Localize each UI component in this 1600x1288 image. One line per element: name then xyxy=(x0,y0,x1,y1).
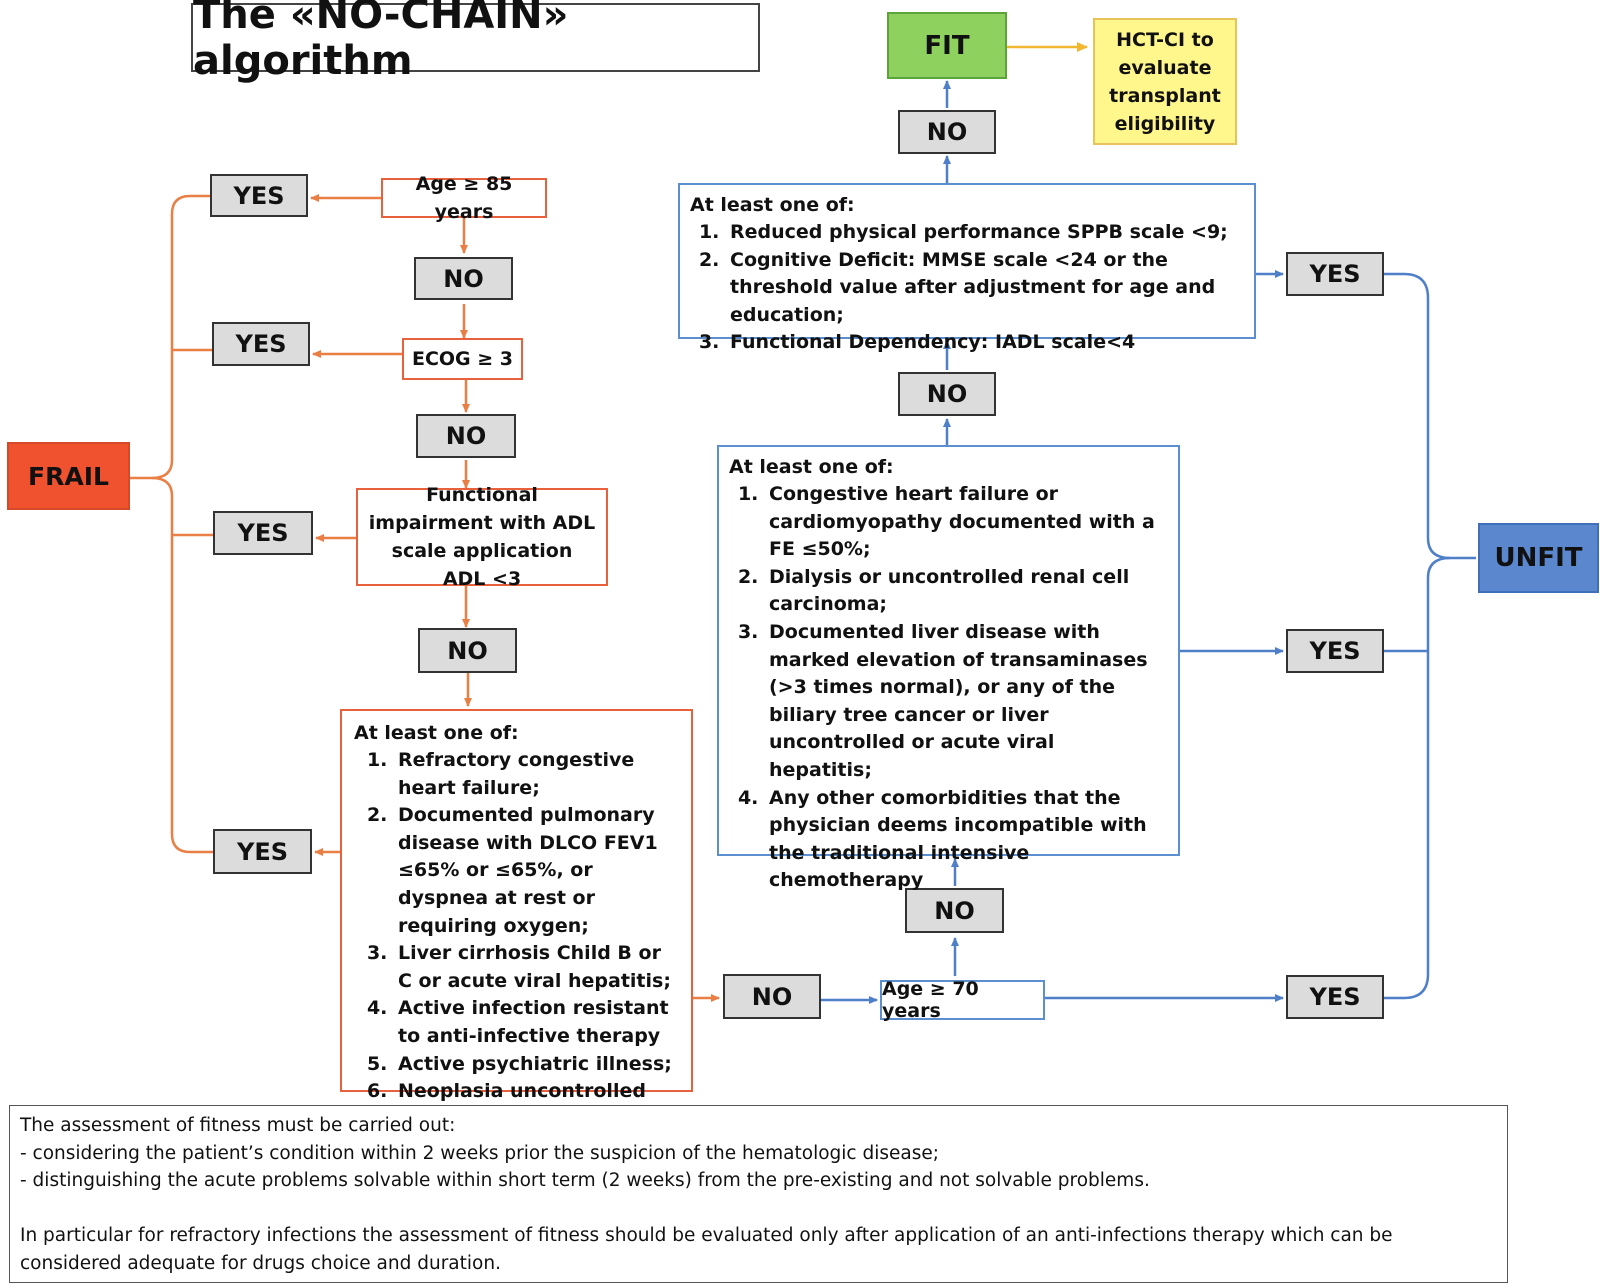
geriatric-head: At least one of: xyxy=(690,194,855,216)
unfit-comorbidities-box: At least one of: Congestive heart failur… xyxy=(717,445,1180,891)
note-line: The assessment of fitness must be carrie… xyxy=(20,1115,456,1136)
note-line: In particular for refractory infections … xyxy=(20,1225,1393,1274)
geriatric-box: At least one of: Reduced physical perfor… xyxy=(678,183,1256,353)
geriatric-item: Functional Dependency: IADL scale<4 xyxy=(726,329,1236,357)
no-frail-comorbid: NO xyxy=(723,974,821,1019)
yes-age70: YES xyxy=(1286,975,1384,1019)
frail-comorbidity-item: Documented pulmonary disease with DLCO F… xyxy=(394,802,681,940)
frail-comorbidities-head: At least one of: xyxy=(354,722,519,744)
unfit-comorbidity-item: Dialysis or uncontrolled renal cell carc… xyxy=(765,564,1160,619)
age-70-box: Age ≥ 70 years xyxy=(880,978,1045,1022)
unfit-comorbidity-item: Documented liver disease with marked ele… xyxy=(765,619,1160,785)
frail-comorbidity-item: Refractory congestive heart failure; xyxy=(394,747,681,802)
no-adl: NO xyxy=(418,628,517,673)
unfit-comorbidities-head: At least one of: xyxy=(729,456,894,478)
no-unfit-comorbid: NO xyxy=(898,372,996,416)
assessment-note: The assessment of fitness must be carrie… xyxy=(9,1105,1508,1283)
age-85-box: Age ≥ 85 years xyxy=(381,173,547,223)
frail-comorbidity-item: Active infection resistant to anti-infec… xyxy=(394,995,681,1050)
unfit-comorbidity-item: Any other comorbidities that the physici… xyxy=(765,785,1160,895)
hct-ci-box: HCT-CI to evaluate transplant eligibilit… xyxy=(1093,18,1237,145)
yes-geriatric: YES xyxy=(1286,252,1384,296)
no-geriatric: NO xyxy=(898,110,996,154)
no-ecog: NO xyxy=(416,414,516,458)
note-line: - distinguishing the acute problems solv… xyxy=(20,1170,1150,1192)
frail-comorbidity-item: Active psychiatric illness; xyxy=(394,1051,681,1079)
page-title: The «NO-CHAIN» algorithm xyxy=(191,0,760,84)
frail-comorbidity-item: Liver cirrhosis Child B or C or acute vi… xyxy=(394,940,681,995)
yes-age85: YES xyxy=(210,174,308,217)
frail-comorbidities-box: At least one of: Refractory congestive h… xyxy=(340,709,693,1102)
note-line: - considering the patient’s condition wi… xyxy=(20,1142,939,1164)
ecog-box: ECOG ≥ 3 xyxy=(402,338,523,380)
geriatric-item: Reduced physical performance SPPB scale … xyxy=(726,219,1236,247)
fit-outcome: FIT xyxy=(887,12,1007,79)
yes-unfit-comorbid: YES xyxy=(1286,629,1384,673)
no-age85: NO xyxy=(414,257,513,300)
unfit-outcome: UNFIT xyxy=(1478,523,1599,593)
no-age70: NO xyxy=(905,888,1004,933)
yes-adl: YES xyxy=(213,511,313,555)
unfit-comorbidity-item: Congestive heart failure or cardiomyopat… xyxy=(765,481,1160,564)
adl-box: Functional impairment with ADL scale app… xyxy=(356,484,608,590)
yes-ecog: YES xyxy=(212,322,310,366)
frail-comorbidity-item: Neoplasia uncontrolled xyxy=(394,1078,681,1106)
frail-outcome: FRAIL xyxy=(7,442,130,510)
geriatric-item: Cognitive Deficit: MMSE scale <24 or the… xyxy=(726,247,1236,330)
yes-frail-comorbid: YES xyxy=(213,829,312,874)
